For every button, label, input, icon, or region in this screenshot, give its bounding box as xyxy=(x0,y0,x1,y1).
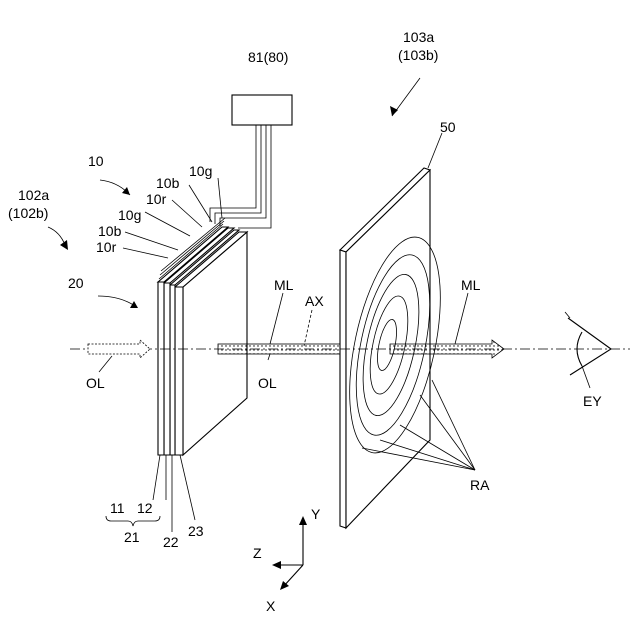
light-arrow-mid xyxy=(218,344,340,354)
ax-label: AX xyxy=(305,293,324,309)
n12-label: 12 xyxy=(137,500,153,516)
display-assembly xyxy=(158,218,247,455)
axis-x-label: X xyxy=(266,598,276,614)
ol-mid-label: OL xyxy=(258,375,277,391)
axis-z-label: Z xyxy=(253,545,262,561)
controller-cables xyxy=(210,125,271,228)
controller-label: 81(80) xyxy=(248,49,288,65)
lens-label: 50 xyxy=(440,119,456,135)
device-label-b: (103b) xyxy=(398,47,438,63)
layer-label-10b-top: 10b xyxy=(156,175,180,191)
n23-label: 23 xyxy=(188,523,204,539)
optic-label-a: 102a xyxy=(18,187,49,203)
eye-icon xyxy=(565,312,611,375)
layer-label-10r: 10r xyxy=(96,239,117,255)
layer-label-10g: 10g xyxy=(118,207,141,223)
n21-label: 21 xyxy=(124,529,140,545)
ra-label: RA xyxy=(470,477,490,493)
n22-label: 22 xyxy=(163,534,179,550)
layer-label-10b: 10b xyxy=(98,223,122,239)
layer-label-10r-top: 10r xyxy=(146,191,167,207)
axis-y-label: Y xyxy=(311,506,321,522)
optic-label-b: (102b) xyxy=(8,205,48,221)
ml-right-label: ML xyxy=(461,277,481,293)
coordinate-axes xyxy=(272,516,307,590)
ey-label: EY xyxy=(583,393,602,409)
light-arrow-left xyxy=(88,340,150,358)
ml-mid-label: ML xyxy=(274,277,294,293)
ol-left-label: OL xyxy=(86,375,105,391)
device-label-a: 103a xyxy=(403,29,434,45)
stack-label: 10 xyxy=(88,153,104,169)
n11-label: 11 xyxy=(110,500,125,516)
controller-box xyxy=(232,95,292,125)
layer-label-10g-top: 10g xyxy=(189,163,212,179)
assembly-label: 20 xyxy=(68,275,84,291)
